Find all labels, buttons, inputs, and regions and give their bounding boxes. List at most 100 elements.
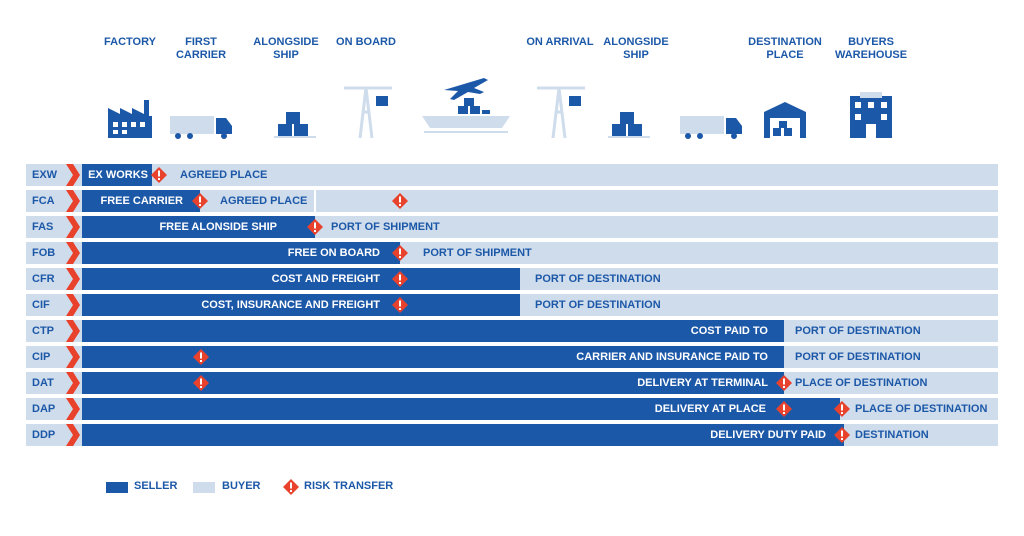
risk-transfer-icon (192, 193, 208, 214)
term-row-fca: FCA FREE CARRIER AGREED PLACE (26, 190, 998, 212)
seller-label: FREE ALONSIDE SHIP (159, 221, 277, 233)
stage-label-on-board: ON BOARD (336, 36, 396, 48)
term-code: CIF (32, 299, 50, 311)
seller-bar (82, 242, 400, 264)
buyer-label: AGREED PLACE (220, 195, 308, 207)
chevron-icon (66, 346, 82, 373)
term-code: EXW (32, 169, 58, 181)
seller-bar (82, 372, 784, 394)
seller-label: COST AND FREIGHT (271, 273, 380, 285)
seller-label: FREE ON BOARD (287, 247, 380, 259)
buyer-label: PORT OF SHIPMENT (331, 221, 440, 233)
risk-transfer-icon (151, 167, 167, 188)
term-code: CIP (32, 351, 51, 363)
risk-transfer-icon (193, 349, 209, 370)
crane-icon (344, 86, 392, 139)
term-row-fob: FOB FREE ON BOARD PORT OF SHIPMENT (26, 242, 998, 264)
legend-buyer-swatch (193, 482, 215, 493)
term-row-exw: EXW EX WORKS AGREED PLACE (26, 164, 998, 186)
chevron-icon (66, 398, 82, 425)
crane-icon (537, 86, 585, 139)
term-code: DAP (32, 403, 56, 415)
legend-seller-swatch (106, 482, 128, 493)
stage-label-first-carrier: FIRST CARRIER (175, 36, 227, 61)
chevron-icon (66, 242, 82, 269)
stage-label-destination-place: DESTINATION PLACE (748, 36, 822, 61)
risk-transfer-icon (776, 401, 792, 422)
buyer-label: PLACE OF DESTINATION (855, 403, 988, 415)
seller-label: FREE CARRIER (100, 195, 183, 207)
seller-label: DELIVERY AT TERMINAL (637, 377, 768, 389)
term-row-fas: FAS FREE ALONSIDE SHIP PORT OF SHIPMENT (26, 216, 998, 238)
chevron-icon (66, 268, 82, 295)
seller-bar (82, 164, 152, 186)
ship-plane-icon (422, 78, 510, 133)
seller-bar (82, 294, 520, 316)
risk-transfer-icon (392, 245, 408, 266)
buyer-label: PORT OF SHIPMENT (423, 247, 532, 259)
term-row-ctp: CTP COST PAID TO PORT OF DESTINATION (26, 320, 998, 342)
risk-transfer-icon (392, 271, 408, 292)
seller-label: COST PAID TO (690, 325, 768, 337)
seller-label: DELIVERY DUTY PAID (710, 429, 826, 441)
seller-bar (82, 216, 315, 238)
term-row-ddp: DDP DELIVERY DUTY PAID DESTINATION (26, 424, 998, 446)
risk-transfer-icon (193, 375, 209, 396)
risk-transfer-icon (392, 297, 408, 318)
term-code: FAS (32, 221, 54, 233)
seller-label: CARRIER AND INSURANCE PAID TO (576, 351, 768, 363)
stage-label-alongside-ship-dest: ALONGSIDE SHIP (603, 36, 669, 61)
truck-icon (680, 116, 742, 139)
term-code: FCA (32, 195, 55, 207)
risk-transfer-icon (307, 219, 323, 240)
seller-label: COST, INSURANCE AND FREIGHT (201, 299, 380, 311)
buyer-label: PORT OF DESTINATION (795, 351, 921, 363)
buyer-label: DESTINATION (855, 429, 929, 441)
warehouse-icon (764, 102, 806, 138)
chevron-icon (66, 190, 82, 217)
term-code: FOB (32, 247, 56, 259)
chevron-icon (66, 424, 82, 451)
risk-transfer-icon (392, 193, 408, 214)
buyer-label: AGREED PLACE (180, 169, 268, 181)
term-row-cip: CIP CARRIER AND INSURANCE PAID TO PORT OF … (26, 346, 998, 368)
risk-transfer-icon (776, 375, 792, 396)
seller-label: DELIVERY AT PLACE (654, 403, 766, 415)
legend-seller-label: SELLER (134, 480, 178, 492)
buyer-label: PORT OF DESTINATION (535, 273, 661, 285)
stage-label-factory: FACTORY (104, 36, 156, 48)
stage-label-on-arrival: ON ARRIVAL (526, 36, 594, 48)
buyer-label: PORT OF DESTINATION (535, 299, 661, 311)
chevron-icon (66, 164, 82, 191)
boxes-icon (608, 112, 650, 138)
legend-risk-icon (283, 479, 299, 495)
seller-bar (82, 424, 844, 446)
boxes-icon (274, 112, 316, 138)
seller-bar (82, 268, 520, 290)
term-code: DDP (32, 429, 56, 441)
seller-bar (82, 398, 840, 420)
chevron-icon (66, 294, 82, 321)
office-building-icon (850, 92, 892, 138)
chevron-icon (66, 372, 82, 399)
seller-bar (82, 346, 784, 368)
risk-transfer-icon (834, 401, 850, 422)
factory-icon (108, 100, 152, 138)
term-code: CTP (32, 325, 54, 337)
stage-label-buyers-warehouse: BUYERS WAREHOUSE (834, 36, 908, 61)
segment-divider (314, 190, 316, 212)
chevron-icon (66, 216, 82, 243)
legend-risk-label: RISK TRANSFER (304, 480, 394, 492)
term-code: CFR (32, 273, 55, 285)
buyer-label: PORT OF DESTINATION (795, 325, 921, 337)
buyer-label: PLACE OF DESTINATION (795, 377, 928, 389)
seller-bar (82, 190, 200, 212)
chevron-icon (66, 320, 82, 347)
seller-label: EX WORKS (88, 169, 148, 181)
seller-bar (82, 320, 784, 342)
term-row-dat: DAT DELIVERY AT TERMINAL PLACE OF DESTINAT… (26, 372, 998, 394)
term-row-cif: CIF COST, INSURANCE AND FREIGHT PORT OF DE… (26, 294, 998, 316)
term-code: DAT (32, 377, 54, 389)
truck-icon (170, 116, 232, 139)
legend-buyer-label: BUYER (222, 480, 261, 492)
